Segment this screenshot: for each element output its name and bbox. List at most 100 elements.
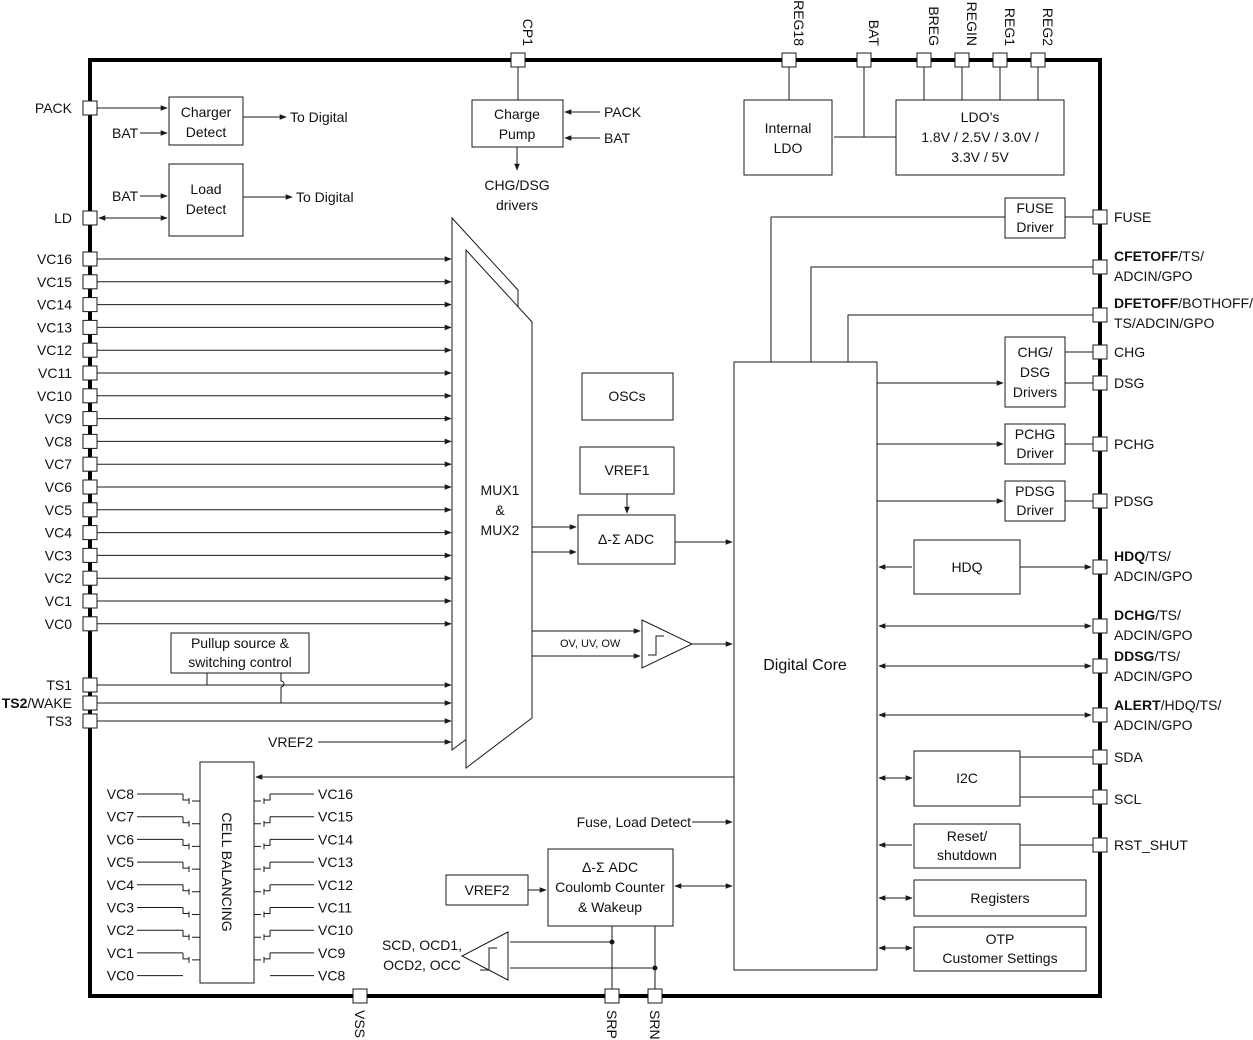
- mux-line2: &: [495, 502, 505, 518]
- pin-cp1: [510, 52, 526, 68]
- fuse-load-detect-label: Fuse, Load Detect: [577, 814, 692, 830]
- pin-label-ddsg: DDSG/TS/: [1114, 648, 1180, 664]
- internal-ldo-block: [743, 99, 833, 176]
- pin-label-reg1: REG1: [1002, 8, 1018, 46]
- pin-label-vc: VC14: [37, 297, 72, 313]
- chg-dsg-drivers-block-line3: Drivers: [1013, 384, 1057, 400]
- hdq-bold: HDQ: [1114, 548, 1145, 564]
- pin-vc: [82, 456, 98, 472]
- pin-ld: [82, 210, 98, 226]
- dchg-rest: /TS/: [1155, 607, 1181, 623]
- pin-label-pchg: PCHG: [1114, 436, 1154, 452]
- pin-label-dchg: DCHG/TS/: [1114, 607, 1181, 623]
- cb-left-label: VC6: [107, 831, 134, 847]
- pin-vss: [352, 988, 368, 1004]
- fuse-driver-line1: FUSE: [1016, 200, 1053, 216]
- reset-block: [913, 823, 1021, 869]
- pin-label-hdq: HDQ/TS/: [1114, 548, 1171, 564]
- cb-left-switch: [182, 930, 200, 941]
- fuse-driver-line2: Driver: [1016, 219, 1054, 235]
- cb-right-switch: [254, 907, 271, 918]
- cb-left-switch: [182, 794, 200, 804]
- pin-label-srp: SRP: [604, 1010, 620, 1039]
- i2c-label: I2C: [956, 770, 978, 786]
- pin-label-ddsg-line2: ADCIN/GPO: [1114, 668, 1193, 684]
- mux2-shape: [465, 248, 533, 770]
- vc-pins: VC16VC15VC14VC13VC12VC11VC10VC9VC8VC7VC6…: [37, 251, 452, 632]
- cd-to-digital: To Digital: [290, 109, 348, 125]
- cp-bat-label: BAT: [604, 130, 631, 146]
- pin-label-dchg-line2: ADCIN/GPO: [1114, 627, 1193, 643]
- pin-vc: [82, 570, 98, 586]
- coulomb-counter-block: [547, 848, 674, 927]
- pin-ts1: [82, 677, 98, 693]
- pullup-line1: Pullup source &: [191, 635, 290, 651]
- pin-label-vc: VC12: [37, 342, 72, 358]
- cb-left-switch: [182, 907, 200, 918]
- pdsg-driver-block: [1004, 480, 1066, 522]
- pin-label-dfetoff-line2: TS/ADCIN/GPO: [1114, 315, 1214, 331]
- ld-to-digital: To Digital: [296, 189, 354, 205]
- ddsg-rest: /TS/: [1154, 648, 1180, 664]
- cp-pack-label: PACK: [604, 104, 642, 120]
- cb-left-label: VC5: [107, 854, 134, 870]
- cb-left-label: VC1: [107, 945, 134, 961]
- charge-pump-line1: Charge: [494, 106, 540, 122]
- pin-srn: [647, 988, 663, 1004]
- pin-breg: [916, 52, 932, 68]
- pin-chg: [1092, 344, 1108, 360]
- cb-right-label: VC8: [318, 968, 345, 984]
- pin-dsg: [1092, 375, 1108, 391]
- charge-pump-line2: Pump: [499, 126, 536, 142]
- pin-dfetoff: [1092, 307, 1108, 323]
- internal-ldo-line1: Internal: [765, 120, 812, 136]
- pin-reg1: [992, 52, 1008, 68]
- charger-detect-line1: Charger: [181, 104, 232, 120]
- pin-label-vc: VC1: [45, 593, 72, 609]
- pin-label-vc: VC11: [38, 365, 72, 381]
- pin-vc: [82, 502, 98, 518]
- ddsg-bold: DDSG: [1114, 648, 1155, 664]
- pin-label-srn: SRN: [647, 1010, 663, 1040]
- pin-label-vc: VC9: [45, 411, 72, 427]
- cb-left-label: VC7: [107, 809, 134, 825]
- oscs-block: [581, 372, 674, 421]
- pin-reg18: [781, 52, 797, 68]
- cb-right-label: VC12: [318, 877, 353, 893]
- pin-label-hdq-line2: ADCIN/GPO: [1114, 568, 1193, 584]
- adc-block: [577, 514, 676, 565]
- mux-line1: MUX1: [481, 482, 520, 498]
- cb-right-label: VC13: [318, 854, 353, 870]
- pin-label-scl: SCL: [1114, 791, 1141, 807]
- pin-label-rst-shut: RST_SHUT: [1114, 837, 1188, 853]
- cd-bat-label: BAT: [112, 125, 139, 141]
- load-detect-line2: Detect: [186, 201, 227, 217]
- dfetoff-bold: DFETOFF: [1114, 295, 1179, 311]
- digital-core-block: [733, 361, 878, 971]
- pin-label-cp1: CP1: [520, 19, 536, 46]
- pin-label-reg18: REG18: [791, 0, 807, 46]
- load-detect-line1: Load: [190, 181, 221, 197]
- pin-label-breg: BREG: [926, 6, 942, 46]
- cfetoff-rest: /TS/: [1178, 248, 1204, 264]
- mux-line3: MUX2: [481, 522, 520, 538]
- cfetoff-bold: CFETOFF: [1114, 248, 1179, 264]
- pullup-line2: switching control: [188, 654, 292, 670]
- pchg-driver-line1: PCHG: [1015, 426, 1055, 442]
- ld-bat-label: BAT: [112, 188, 139, 204]
- pin-label-vc: VC5: [45, 502, 72, 518]
- pin-label-pdsg: PDSG: [1114, 493, 1154, 509]
- pin-vc: [82, 616, 98, 632]
- pin-vc: [82, 411, 98, 427]
- cb-right-label: VC16: [318, 786, 353, 802]
- alert-rest: /HDQ/TS/: [1161, 697, 1222, 713]
- vref2-block-label: VREF2: [464, 882, 509, 898]
- pin-pchg: [1092, 436, 1108, 452]
- registers-label: Registers: [970, 890, 1029, 906]
- cb-left-label: VC4: [107, 877, 134, 893]
- pin-label-ts2-bold: TS2: [2, 695, 28, 711]
- cb-right-switch: [254, 930, 271, 941]
- vref1-label: VREF1: [604, 462, 649, 478]
- pin-reg2: [1030, 52, 1046, 68]
- pin-vc: [82, 342, 98, 358]
